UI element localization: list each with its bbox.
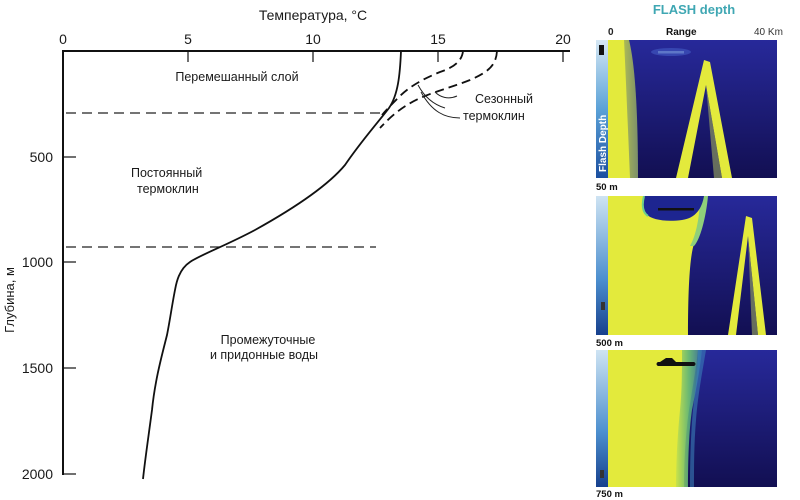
depth-label-500m: 500 m (596, 338, 623, 349)
y-tick-label: 1000 (22, 254, 53, 270)
range-end: 40 Km (754, 27, 783, 38)
flash-panel-500m (596, 196, 777, 335)
label-mixed-layer: Перемешанный слой (175, 70, 298, 84)
range-axis: 0 Range 40 Km (588, 27, 788, 41)
label-permanent-thermocline-2: термоклин (137, 182, 199, 196)
x-tick-label: 10 (305, 31, 321, 47)
flash-depth-figure: FLASH depth 0 Range 40 Km (588, 0, 800, 500)
depth-label-50m: 50 m (596, 182, 618, 193)
temperature-depth-chart: Температура, °C 0 5 10 15 20 500 1000 15… (2, 7, 571, 482)
x-tick-label: 20 (555, 31, 571, 47)
temperature-profile-curve (142, 50, 402, 480)
flash-panel-50m: Flash Depth (596, 40, 777, 178)
y-tick-label: 500 (30, 149, 54, 165)
y-tick-label: 1500 (22, 360, 53, 376)
axis-ticks (63, 51, 564, 475)
range-label: Range (666, 27, 697, 38)
y-axis-title: Глубина, м (2, 267, 17, 333)
transducer-icon (601, 302, 605, 310)
x-axis-title: Температура, °C (259, 7, 367, 23)
x-tick-label: 0 (59, 31, 67, 47)
transducer-icon (599, 45, 604, 55)
label-deep-water-2: и придонные воды (210, 348, 318, 362)
flash-panel-750m (596, 350, 777, 487)
label-deep-water-1: Промежуточные (221, 333, 316, 347)
submarine-icon (656, 358, 696, 366)
flash-depth-side-label: Flash Depth (598, 115, 609, 172)
label-permanent-thermocline-1: Постоянный (131, 166, 202, 180)
range-start: 0 (608, 27, 614, 38)
flash-title: FLASH depth (652, 2, 736, 17)
layer-boundary-lines (66, 112, 380, 248)
y-tick-label: 2000 (22, 466, 53, 482)
seasonal-thermocline-curves (379, 50, 498, 129)
annotation-leaders (417, 84, 461, 119)
depth-label-750m: 750 m (596, 489, 623, 500)
transducer-icon (600, 470, 604, 478)
label-seasonal-thermocline-1: Сезонный (475, 92, 533, 106)
label-seasonal-thermocline-2: термоклин (463, 109, 525, 123)
x-tick-label: 15 (430, 31, 446, 47)
x-tick-label: 5 (184, 31, 192, 47)
